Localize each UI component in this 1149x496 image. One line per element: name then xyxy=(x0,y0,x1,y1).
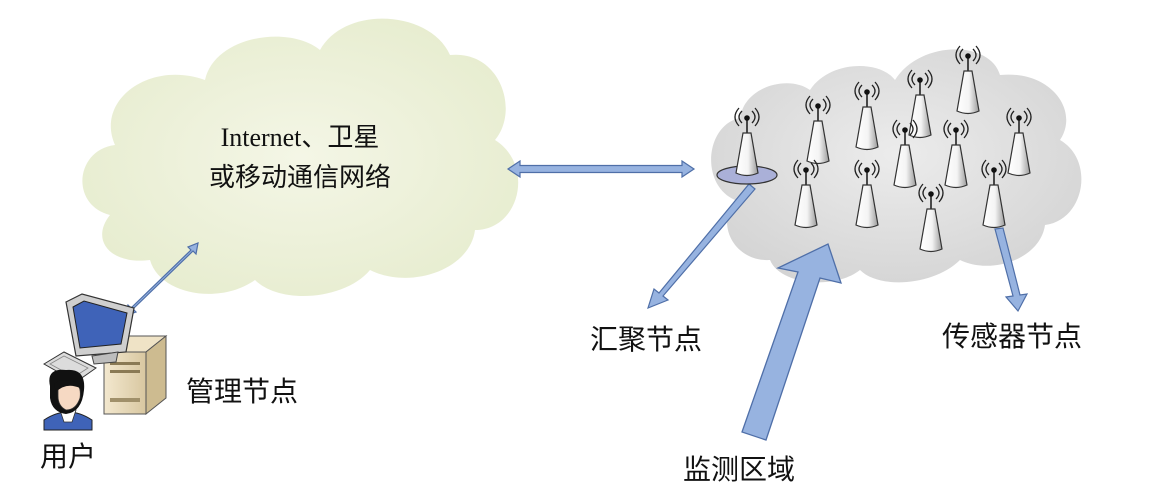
management-node-label: 管理节点 xyxy=(186,375,299,408)
internet-cloud-label: Internet、卫星 或移动通信网络 xyxy=(110,118,490,198)
monitoring-area-label: 监测区域 xyxy=(683,453,796,486)
internet-cloud-line1: Internet、卫星 xyxy=(220,123,380,152)
link-double-arrow xyxy=(506,159,696,179)
sink-node-icon xyxy=(716,107,778,185)
computer-icon xyxy=(43,293,168,416)
internet-cloud xyxy=(82,18,519,297)
internet-cloud-line2: 或移动通信网络 xyxy=(208,163,391,192)
user-label: 用户 xyxy=(40,440,97,473)
sink-node-arrow xyxy=(647,183,756,310)
sensor-node-arrow xyxy=(994,227,1029,313)
sink-node-label: 汇聚节点 xyxy=(590,323,703,356)
user-avatar-icon xyxy=(43,369,93,431)
monitoring-area-arrow xyxy=(741,243,842,441)
sensor-node-label: 传感器节点 xyxy=(942,320,1083,353)
